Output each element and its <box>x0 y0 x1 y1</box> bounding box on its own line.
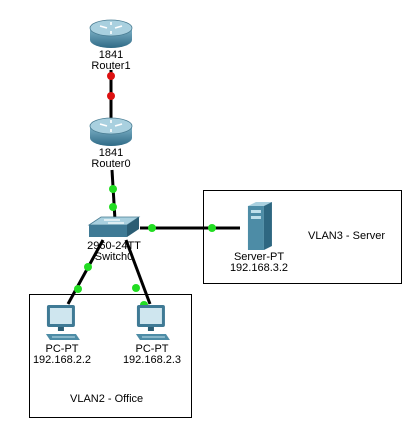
switch0-node[interactable]: 2960-24TT Switch0 <box>86 215 142 263</box>
link-status-dot <box>84 263 92 271</box>
link-status-dot <box>109 203 117 211</box>
router1-model: 1841 <box>98 49 124 61</box>
pc2-node[interactable]: PC-PT 192.168.2.3 <box>123 302 181 366</box>
link-router0-switch0[interactable] <box>110 169 117 221</box>
router1-node[interactable]: 1841 Router1 <box>88 18 134 72</box>
switch-icon <box>87 216 141 237</box>
pc1-model: PC-PT <box>45 343 79 355</box>
router-icon <box>89 19 133 48</box>
link-status-dot <box>132 284 140 292</box>
link-status-dot <box>107 72 115 80</box>
switch0-model: 2960-24TT <box>87 240 141 252</box>
server-ip: 192.168.3.2 <box>229 262 289 274</box>
server-node[interactable]: Server-PT 192.168.3.2 <box>230 200 288 274</box>
pc-icon <box>46 305 80 340</box>
vlan3-area <box>203 190 402 284</box>
pc2-model: PC-PT <box>135 343 169 355</box>
link-status-dot <box>107 92 115 100</box>
vlan2-area <box>29 294 192 418</box>
link-switch0-pc2[interactable] <box>124 239 152 305</box>
pc2-ip: 192.168.2.3 <box>122 354 182 366</box>
router0-node[interactable]: 1841 Router0 <box>88 116 134 170</box>
pc-icon <box>136 305 170 340</box>
pc1-node[interactable]: PC-PT 192.168.2.2 <box>33 302 91 366</box>
pc1-ip: 192.168.2.2 <box>32 354 92 366</box>
server-model: Server-PT <box>233 251 285 263</box>
link-status-dot <box>148 224 156 232</box>
switch0-name: Switch0 <box>94 251 134 263</box>
link-status-dot <box>109 185 117 193</box>
router0-model: 1841 <box>98 147 124 159</box>
router0-name: Router0 <box>91 158 131 170</box>
server-icon <box>248 202 272 250</box>
router-icon <box>89 117 133 146</box>
link-switch0-pc1[interactable] <box>66 239 105 305</box>
vlan3-label: VLAN3 - Server <box>305 229 389 243</box>
vlan2-label: VLAN2 - Office <box>67 392 147 406</box>
router1-name: Router1 <box>91 60 131 72</box>
link-status-dot <box>74 285 82 293</box>
link-status-dot <box>208 224 216 232</box>
